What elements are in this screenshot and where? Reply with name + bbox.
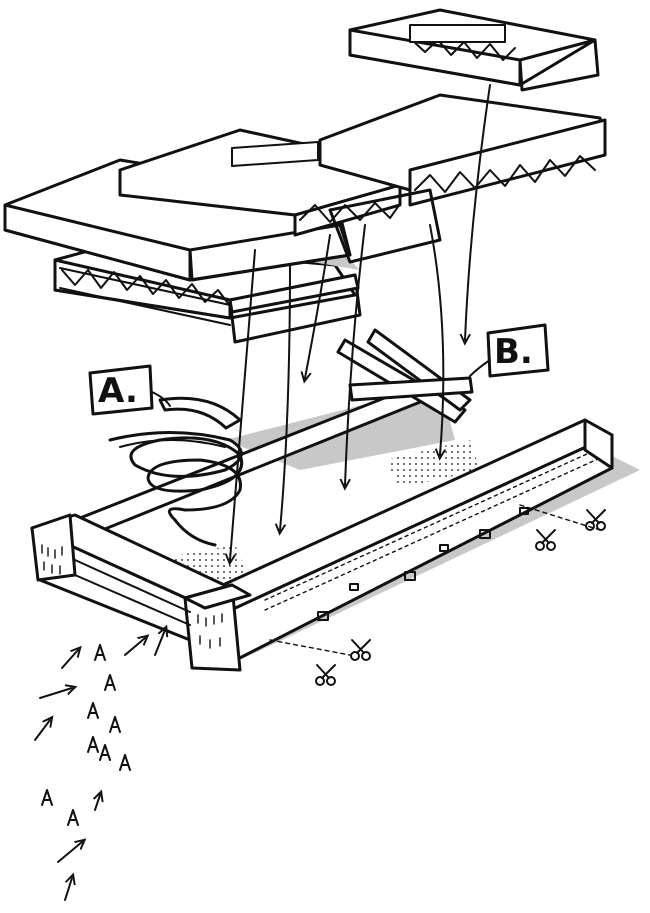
letter-a-mark (41, 644, 131, 826)
arrow-icon (230, 249, 256, 560)
arrow-icon (39, 688, 72, 699)
arrow-icon (124, 638, 145, 656)
coil-spring (108, 396, 243, 547)
arrow-icon (64, 878, 72, 901)
dotted-pad-right (385, 440, 480, 488)
label-plate-center (231, 141, 319, 167)
arrow-icon (345, 224, 366, 485)
scattered-marks (34, 630, 165, 901)
cut-lines (269, 504, 606, 686)
arrow-icon (305, 234, 331, 378)
cushion-right (318, 93, 607, 264)
label-a-text: A. (98, 371, 138, 411)
label-b-text: B. (494, 332, 533, 372)
base-frame (30, 378, 640, 672)
arrow-icon (280, 264, 291, 530)
label-plate-top (409, 24, 506, 43)
arrow-icon (465, 84, 491, 340)
arrow-icon (61, 650, 78, 669)
assembly-arrows (230, 84, 491, 560)
arrow-icon (95, 795, 100, 811)
scissors-icon (535, 529, 556, 551)
scissors-icon (315, 664, 336, 686)
scissors-icon (585, 509, 606, 531)
scissors-icon (350, 639, 371, 661)
corner-block-back (30, 513, 77, 582)
rail-slots (317, 507, 529, 621)
crossed-straps (336, 328, 474, 424)
cushion-top-small (348, 8, 600, 92)
arrow-icon (34, 720, 50, 741)
label-tag-a: A. (88, 364, 171, 416)
arrow-icon (429, 224, 443, 455)
arrow-icon (57, 842, 82, 863)
label-tag-b: B. (469, 323, 550, 378)
arrow-icon (154, 630, 165, 656)
